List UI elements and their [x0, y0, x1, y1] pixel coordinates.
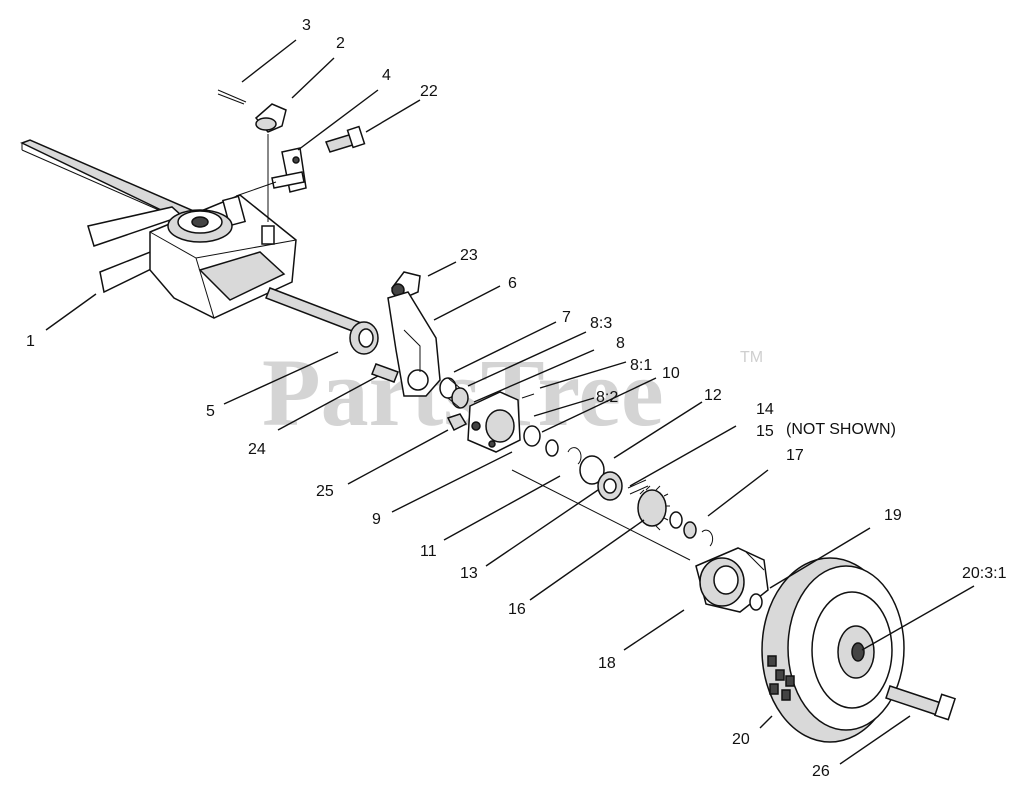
retaining-ring-12 — [567, 447, 582, 465]
axle-center-line — [511, 469, 691, 561]
nut-25 — [446, 413, 468, 432]
callout-labels: 1 2 3 4 5 6 7 8 8:3 8:1 8:2 9 10 11 12 1… — [26, 17, 1007, 780]
gear-cover — [695, 547, 769, 613]
callout-18: 18 — [598, 655, 616, 672]
callout-20-3-1: 20:3:1 — [962, 565, 1007, 582]
callout-22: 22 — [420, 83, 438, 100]
washer-5 — [349, 321, 379, 355]
bracket-guide-line — [235, 181, 277, 197]
callout-4: 4 — [382, 67, 391, 84]
callout-8-3: 8:3 — [590, 315, 612, 332]
callout-10: 10 — [662, 365, 680, 382]
adjuster-plate — [387, 291, 441, 397]
callout-16: 16 — [508, 601, 526, 618]
mounting-bracket — [271, 147, 307, 193]
callout-11: 11 — [420, 543, 437, 560]
cotter-pin — [217, 89, 247, 105]
bushing-7 — [439, 377, 469, 409]
gear-housing — [467, 391, 521, 453]
leader-lines — [45, 39, 975, 765]
callout-2: 2 — [336, 35, 345, 52]
bearing-13a — [579, 455, 605, 485]
bearing-13b-bore — [603, 478, 617, 494]
wheel-bolt — [885, 685, 957, 721]
callout-6: 6 — [508, 275, 517, 292]
pinion-gear — [637, 485, 670, 531]
transmission-housing — [149, 194, 297, 319]
callout-20: 20 — [732, 731, 750, 748]
callout-7: 7 — [562, 309, 571, 326]
callout-13: 13 — [460, 565, 478, 582]
clip-17 — [701, 529, 714, 547]
washer-19 — [749, 593, 763, 611]
callout-3: 3 — [302, 17, 311, 34]
pin-8-1 — [521, 393, 535, 399]
callout-8-2: 8:2 — [596, 389, 618, 406]
callout-23: 23 — [460, 247, 478, 264]
wheel — [761, 557, 905, 743]
callout-26: 26 — [812, 763, 830, 780]
callout-25: 25 — [316, 483, 334, 500]
callout-19: 19 — [884, 507, 902, 524]
callout-14: 14 — [756, 401, 774, 418]
callout-8: 8 — [616, 335, 625, 352]
callout-1: 1 — [26, 333, 35, 350]
spacer-17b — [683, 521, 697, 539]
hex-bolt-22 — [325, 125, 366, 153]
callout-17: 17 — [786, 447, 804, 464]
washer-10 — [523, 425, 541, 447]
not-shown-note: (NOT SHOWN) — [786, 421, 896, 438]
watermark-tm: TM — [740, 349, 763, 366]
spring-pin-14 — [627, 479, 649, 495]
callout-24: 24 — [248, 441, 266, 458]
callout-5: 5 — [206, 403, 215, 420]
knob-cap — [254, 103, 287, 133]
washer-11 — [545, 439, 559, 457]
callout-8-1: 8:1 — [630, 357, 652, 374]
spacer-17a — [669, 511, 683, 529]
callout-15: 15 — [756, 423, 774, 440]
callout-12: 12 — [704, 387, 722, 404]
bolt-24 — [371, 363, 399, 383]
output-shaft — [265, 287, 365, 335]
callout-9: 9 — [372, 511, 381, 528]
